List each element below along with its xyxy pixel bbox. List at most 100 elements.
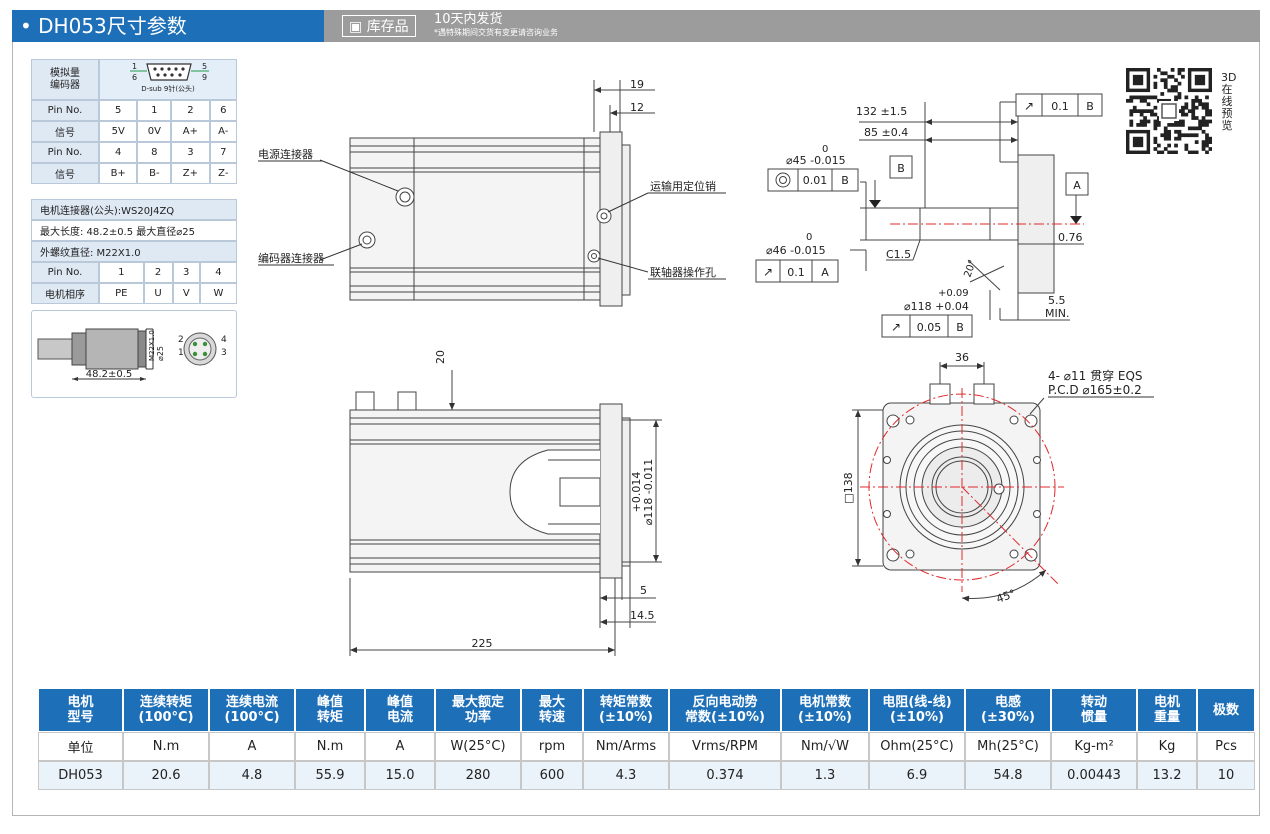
encoder-row: 信号 B+ B- Z+ Z-: [31, 163, 237, 184]
spec-header-cell: 电感 (±30%): [965, 688, 1051, 732]
svg-text:B: B: [956, 321, 964, 334]
callout-encoder-connector: 编码器连接器: [258, 251, 324, 265]
spec-header-cell: 峰值 电流: [365, 688, 435, 732]
svg-text:↗: ↗: [1024, 99, 1034, 113]
front-flange-view: [852, 362, 1047, 602]
spec-unit-cell: Nm/Arms: [583, 732, 669, 761]
svg-text:1: 1: [178, 348, 184, 358]
spec-value-cell: 13.2: [1137, 761, 1197, 790]
connector-cable-illustration: 48.2±0.5 M22X1.0 ⌀25 2 4 1 3: [37, 328, 227, 381]
motor-pin-row: Pin No. 1 2 3 4: [31, 262, 237, 283]
spec-value-cell: 55.9: [295, 761, 365, 790]
spec-unit-cell: N.m: [123, 732, 209, 761]
spec-unit-cell: Kg-m²: [1051, 732, 1137, 761]
spec-unit-cell: Pcs: [1197, 732, 1255, 761]
qr-code-icon[interactable]: [1126, 68, 1212, 154]
svg-text:D-sub 9针(公头): D-sub 9针(公头): [141, 84, 195, 93]
header-bar: • DH053尺寸参数 ▣ 库存品 10天内发货 *遇特殊期间交货有变更请咨询业…: [12, 10, 1260, 42]
svg-text:2: 2: [178, 335, 184, 345]
dsub-connector-icon: 1 5 6 9 D-sub 9针(公头): [130, 62, 209, 93]
spec-unit-cell: W(25°C): [435, 732, 521, 761]
spec-value-cell: 4.8: [209, 761, 295, 790]
svg-text:□138: □138: [842, 472, 855, 503]
svg-text:225: 225: [472, 637, 493, 650]
svg-text:M22X1.0: M22X1.0: [148, 330, 156, 361]
encoder-row: 信号 5V 0V A+ A-: [31, 121, 237, 142]
svg-text:20°: 20°: [962, 259, 978, 279]
svg-text:48.2±0.5: 48.2±0.5: [86, 369, 133, 380]
cable-drawing: 48.2±0.5 M22X1.0 ⌀25 2 4 1 3: [31, 310, 237, 398]
spec-table: 电机 型号连续转矩 (100°C)连续电流 (100°C)峰值 转矩峰值 电流最…: [38, 688, 1255, 790]
svg-text:C1.5: C1.5: [886, 248, 911, 261]
svg-text:36: 36: [955, 351, 969, 364]
connector-model: 电机连接器(公头):WS20J4ZQ: [31, 199, 237, 220]
dsub-connector: 1 5 6 9 D-sub 9针(公头): [99, 59, 237, 100]
stock-badge: ▣ 库存品: [342, 15, 416, 37]
svg-text:+0.014: +0.014: [630, 472, 643, 513]
runout-frame-top: [1015, 93, 1103, 117]
svg-text:↗: ↗: [763, 265, 773, 279]
svg-text:0.01: 0.01: [803, 174, 828, 187]
encoder-row: Pin No. 4 8 3 7: [31, 142, 237, 163]
svg-text:⌀118 +0.04: ⌀118 +0.04: [904, 300, 969, 313]
svg-text:B: B: [841, 174, 849, 187]
spec-value-cell: DH053: [38, 761, 123, 790]
spec-header-row: 电机 型号连续转矩 (100°C)连续电流 (100°C)峰值 转矩峰值 电流最…: [38, 688, 1255, 732]
spec-value-cell: 20.6: [123, 761, 209, 790]
svg-text:0.1: 0.1: [1051, 100, 1069, 113]
spec-unit-cell: Vrms/RPM: [669, 732, 781, 761]
spec-unit-cell: Mh(25°C): [965, 732, 1051, 761]
spec-unit-cell: Nm/√W: [781, 732, 869, 761]
encoder-name: 模拟量 编码器: [31, 59, 99, 100]
dimension-drawings: 19 12 电源连接器 编码器连接器 运输用定位销 联轴器操作孔 20 +0.0…: [258, 78, 1154, 656]
svg-text:⌀46 -0.015: ⌀46 -0.015: [766, 244, 826, 257]
spec-header-cell: 反向电动势 常数(±10%): [669, 688, 781, 732]
side-view-bottom: [349, 370, 662, 656]
spec-header-cell: 转动 惯量: [1051, 688, 1137, 732]
svg-text:20: 20: [434, 350, 447, 364]
ship-main: 10天内发货: [434, 12, 503, 27]
spec-value-cell: 0.374: [669, 761, 781, 790]
runout-frame-b: [881, 314, 973, 338]
spec-value-cell: 1.3: [781, 761, 869, 790]
spec-unit-cell: Kg: [1137, 732, 1197, 761]
spec-unit-cell: A: [365, 732, 435, 761]
spec-value-cell: 10: [1197, 761, 1255, 790]
qr-preview-label: 3D在线预览: [1221, 71, 1237, 132]
connector-dims: 最大长度: 48.2±0.5 最大直径⌀25: [31, 220, 237, 241]
shipping-info: 10天内发货 *遇特殊期间交货有变更请咨询业务: [434, 13, 558, 38]
encoder-row: Pin No. 5 1 2 6: [31, 100, 237, 121]
svg-text:6: 6: [132, 73, 137, 82]
connector-thread: 外螺纹直径: M22X1.0: [31, 241, 237, 262]
svg-text:19: 19: [630, 78, 644, 91]
spec-header-cell: 峰值 转矩: [295, 688, 365, 732]
svg-text:A: A: [821, 266, 829, 279]
concentricity-frame: [767, 168, 859, 192]
svg-text:5.5: 5.5: [1048, 294, 1066, 307]
svg-text:0: 0: [806, 232, 812, 243]
side-view-top: [319, 80, 655, 307]
box-icon: ▣: [349, 19, 363, 35]
svg-text:MIN.: MIN.: [1045, 307, 1069, 320]
svg-text:14.5: 14.5: [630, 609, 655, 622]
spec-header-cell: 最大额定 功率: [435, 688, 521, 732]
svg-text:4- ⌀11 贯穿 EQS: 4- ⌀11 贯穿 EQS: [1048, 368, 1143, 383]
spec-value-cell: 54.8: [965, 761, 1051, 790]
svg-text:12: 12: [630, 101, 644, 114]
encoder-pin-table: 模拟量 编码器 1 5 6 9 D-sub 9针(公头) Pin No. 5 1…: [31, 59, 237, 184]
spec-unit-cell: A: [209, 732, 295, 761]
svg-text:B: B: [897, 162, 905, 175]
spec-header-cell: 电阻(线-线) (±10%): [869, 688, 965, 732]
callout-coupling-hole: 联轴器操作孔: [650, 265, 716, 279]
spec-header-cell: 极数: [1197, 688, 1255, 732]
svg-text:3: 3: [221, 348, 227, 358]
spec-unit-cell: 单位: [38, 732, 123, 761]
svg-text:0: 0: [822, 144, 828, 155]
spec-header-cell: 电机 重量: [1137, 688, 1197, 732]
runout-frame-a: [755, 259, 839, 283]
svg-text:0.1: 0.1: [787, 266, 805, 279]
svg-text:4: 4: [221, 335, 227, 345]
spec-header-cell: 最大 转速: [521, 688, 583, 732]
spec-header-cell: 连续转矩 (100°C): [123, 688, 209, 732]
